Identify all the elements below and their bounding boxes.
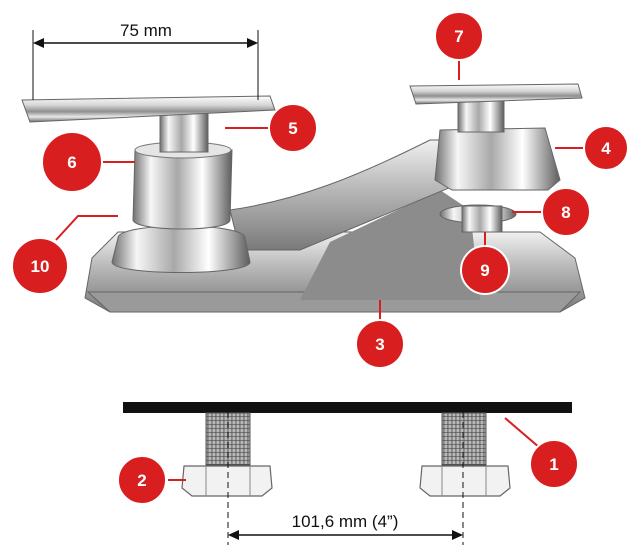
left-stem [159, 111, 209, 153]
callout-4: 4 [583, 125, 629, 171]
left-lever [21, 95, 276, 123]
svg-text:4: 4 [601, 139, 611, 158]
svg-text:6: 6 [67, 153, 76, 172]
aerator-body [461, 205, 503, 233]
leader-lines [55, 58, 588, 481]
callout-3: 3 [355, 319, 405, 369]
callout-2: 2 [117, 455, 167, 505]
callout-8: 8 [541, 187, 591, 237]
right-shank [441, 412, 487, 466]
dimension-handle-spread: 75 mm [32, 21, 259, 100]
svg-text:2: 2 [137, 471, 146, 490]
svg-text:9: 9 [480, 261, 489, 280]
deck-plate [123, 402, 572, 413]
dimension-label-handle-spread: 75 mm [120, 21, 172, 40]
left-bonnet [132, 149, 233, 230]
callout-6: 6 [41, 131, 103, 193]
mounting-assembly [123, 402, 572, 497]
svg-text:10: 10 [31, 257, 50, 276]
faucet-illustration [21, 83, 586, 313]
dimension-center-spread: 101,6 mm (4”) [227, 402, 464, 545]
callout-5: 5 [268, 103, 318, 153]
svg-text:7: 7 [454, 27, 463, 46]
svg-text:8: 8 [561, 203, 570, 222]
dimension-label-center-spread: 101,6 mm (4”) [292, 512, 399, 531]
left-escutcheon [111, 225, 251, 273]
svg-text:3: 3 [375, 335, 384, 354]
callout-7: 7 [434, 11, 484, 61]
svg-text:1: 1 [549, 455, 558, 474]
right-nut [419, 465, 511, 497]
base-gray-insert [300, 190, 480, 300]
right-stem [457, 97, 505, 133]
callouts: 1 2 3 4 5 6 7 8 [11, 11, 629, 505]
callout-1: 1 [529, 439, 579, 489]
right-bonnet [434, 127, 561, 191]
leader-1 [504, 417, 541, 449]
left-nut [181, 465, 273, 497]
right-lever [409, 83, 583, 105]
leader-10 [55, 215, 118, 241]
callout-10: 10 [11, 237, 69, 295]
svg-text:5: 5 [288, 119, 297, 138]
callout-9: 9 [460, 245, 510, 295]
